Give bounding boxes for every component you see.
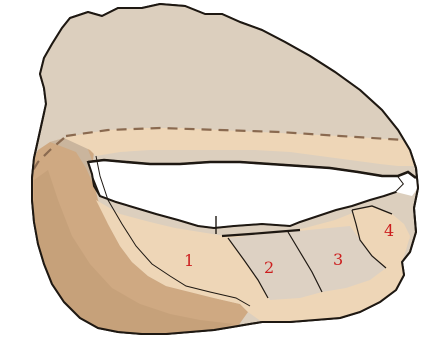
rock-top-face bbox=[40, 4, 404, 142]
section-label-2: 2 bbox=[264, 258, 274, 277]
section-label-1: 1 bbox=[184, 251, 194, 270]
section-label-4: 4 bbox=[384, 221, 394, 240]
section-label-3: 3 bbox=[333, 250, 343, 269]
